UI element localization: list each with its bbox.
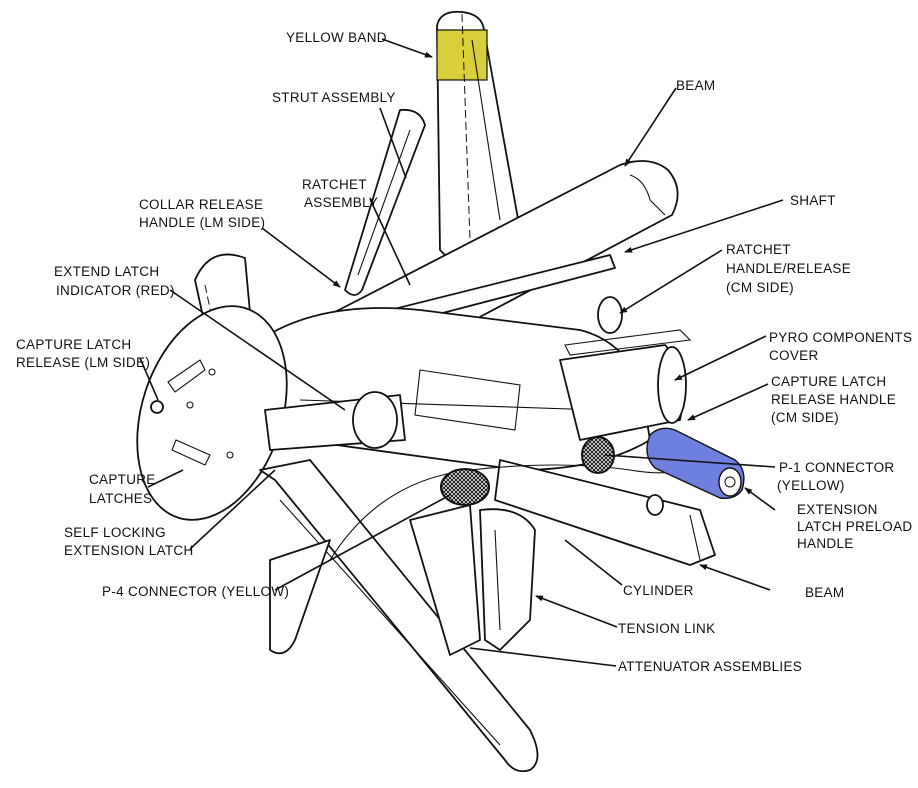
label-capture-latch-release-lm: CAPTURE LATCH RELEASE (LM SIDE) xyxy=(16,337,150,370)
label-p4-connector: P-4 CONNECTOR (YELLOW) xyxy=(102,584,289,599)
p4-connector xyxy=(440,468,490,506)
probe-head-disc xyxy=(136,305,288,521)
label-capture-latch-release-handle-cm: CAPTURE LATCH RELEASE HANDLE (CM SIDE) xyxy=(771,374,900,425)
leader-lines xyxy=(139,38,784,667)
yellow-band xyxy=(436,29,488,81)
label-ratchet-assembly: RATCHET ASSEMBLY xyxy=(302,177,378,210)
label-ratchet-handle-release: RATCHET HANDLE/RELEASE (CM SIDE) xyxy=(726,242,855,295)
label-yellow-band: YELLOW BAND xyxy=(286,30,387,45)
label-p1-connector: P-1 CONNECTOR (YELLOW) xyxy=(777,460,898,493)
label-beam-bottom: BEAM xyxy=(805,585,844,600)
ratchet-handle-knob xyxy=(597,296,623,334)
label-capture-latches: CAPTURE LATCHES xyxy=(89,472,160,506)
label-extend-latch-indicator: EXTEND LATCH INDICATOR (RED) xyxy=(54,264,175,298)
label-self-locking-extension-latch: SELF LOCKING EXTENSION LATCH xyxy=(64,525,194,558)
strut-assembly xyxy=(344,108,426,296)
latch-canister xyxy=(352,391,398,449)
label-attenuator-assemblies: ATTENUATOR ASSEMBLIES xyxy=(618,659,802,674)
assembly-drawing xyxy=(136,10,745,773)
lower-right-beam xyxy=(494,459,716,566)
labels: YELLOW BAND STRUT ASSEMBLY BEAM RATCHET … xyxy=(16,30,917,674)
attenuator-assemblies xyxy=(409,504,536,656)
label-collar-release-handle: COLLAR RELEASE HANDLE (LM SIDE) xyxy=(139,197,267,230)
label-tension-link: TENSION LINK xyxy=(618,621,715,636)
label-pyro-components-cover: PYRO COMPONENTS COVER xyxy=(769,330,916,363)
p1-connector xyxy=(646,427,745,500)
label-strut-assembly: STRUT ASSEMBLY xyxy=(272,90,396,105)
label-extension-latch-preload-handle: EXTENSION LATCH PRELOAD HANDLE xyxy=(797,502,917,551)
label-beam-top: BEAM xyxy=(676,78,715,93)
label-cylinder: CYLINDER xyxy=(623,583,694,598)
top-beam xyxy=(436,10,521,281)
label-shaft: SHAFT xyxy=(790,193,836,208)
